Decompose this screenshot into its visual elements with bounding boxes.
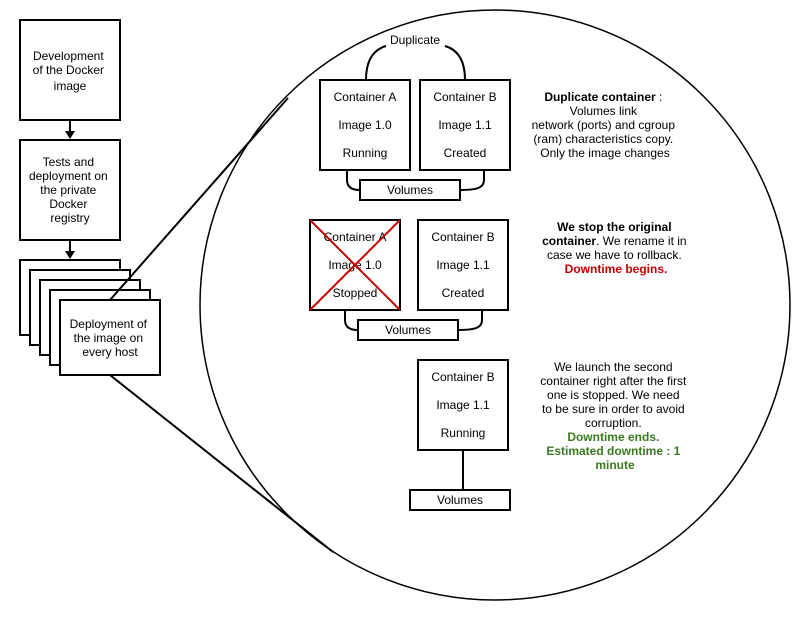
flow-arrow-2 (65, 240, 75, 259)
row3-volumes: Volumes (409, 489, 511, 511)
zoom-line-top (109, 97, 289, 301)
row2-container-b: Container B Image 1.1 Created (417, 219, 509, 311)
row3-container-b-state: Running (441, 426, 486, 440)
row1-volumes-label: Volumes (387, 183, 433, 197)
row1-container-b-state: Created (444, 146, 487, 160)
row2-container-a-name: Container A (324, 230, 387, 244)
duplicate-label: Duplicate (390, 33, 440, 47)
row1-container-b: Container B Image 1.1 Created (419, 79, 511, 171)
row3-volumes-label: Volumes (437, 493, 483, 507)
row1-note: Duplicate container : Volumes link netwo… (532, 90, 679, 160)
row2-volumes-bracket: Volumes (344, 310, 483, 341)
row1-container-a: Container A Image 1.0 Running (319, 79, 411, 171)
flow-step-development: Development of the Docker image (19, 19, 121, 121)
row1-container-a-name: Container A (334, 90, 397, 104)
row3-container-b-name: Container B (431, 370, 494, 384)
row3-container-b: Container B Image 1.1 Running (417, 359, 509, 451)
zoom-line-bottom (109, 374, 334, 553)
row3-container-b-image: Image 1.1 (436, 398, 490, 412)
flow-step-tests-text: Tests and deployment on the private Dock… (29, 155, 111, 225)
row2-volumes-label: Volumes (385, 323, 431, 337)
row1-volumes-bracket: Volumes (346, 170, 485, 201)
flow-step-development-text: Development of the Docker image (33, 49, 108, 93)
row3-note: We launch the second container right aft… (540, 360, 689, 472)
row2-container-a-state: Stopped (333, 286, 378, 300)
row2-note: We stop the original container. We renam… (542, 220, 690, 276)
flow-step-deployment-text: Deployment of the image on every host (70, 317, 151, 359)
zoom-circle (199, 9, 791, 601)
row1-duplicate-bracket: Duplicate (365, 33, 466, 81)
row2-container-a-stopped: Container A Image 1.0 Stopped (309, 219, 401, 311)
row2-container-b-image: Image 1.1 (436, 258, 490, 272)
flow-arrow-1 (65, 120, 75, 139)
row1-container-a-image: Image 1.0 (338, 118, 392, 132)
flow-step-tests: Tests and deployment on the private Dock… (19, 139, 121, 241)
row2-container-b-state: Created (442, 286, 485, 300)
row1-container-b-image: Image 1.1 (438, 118, 492, 132)
row2-container-b-name: Container B (431, 230, 494, 244)
row1-container-b-name: Container B (433, 90, 496, 104)
flow-step-deployment-stack: Deployment of the image on every host (19, 259, 161, 376)
row1-container-a-state: Running (343, 146, 388, 160)
